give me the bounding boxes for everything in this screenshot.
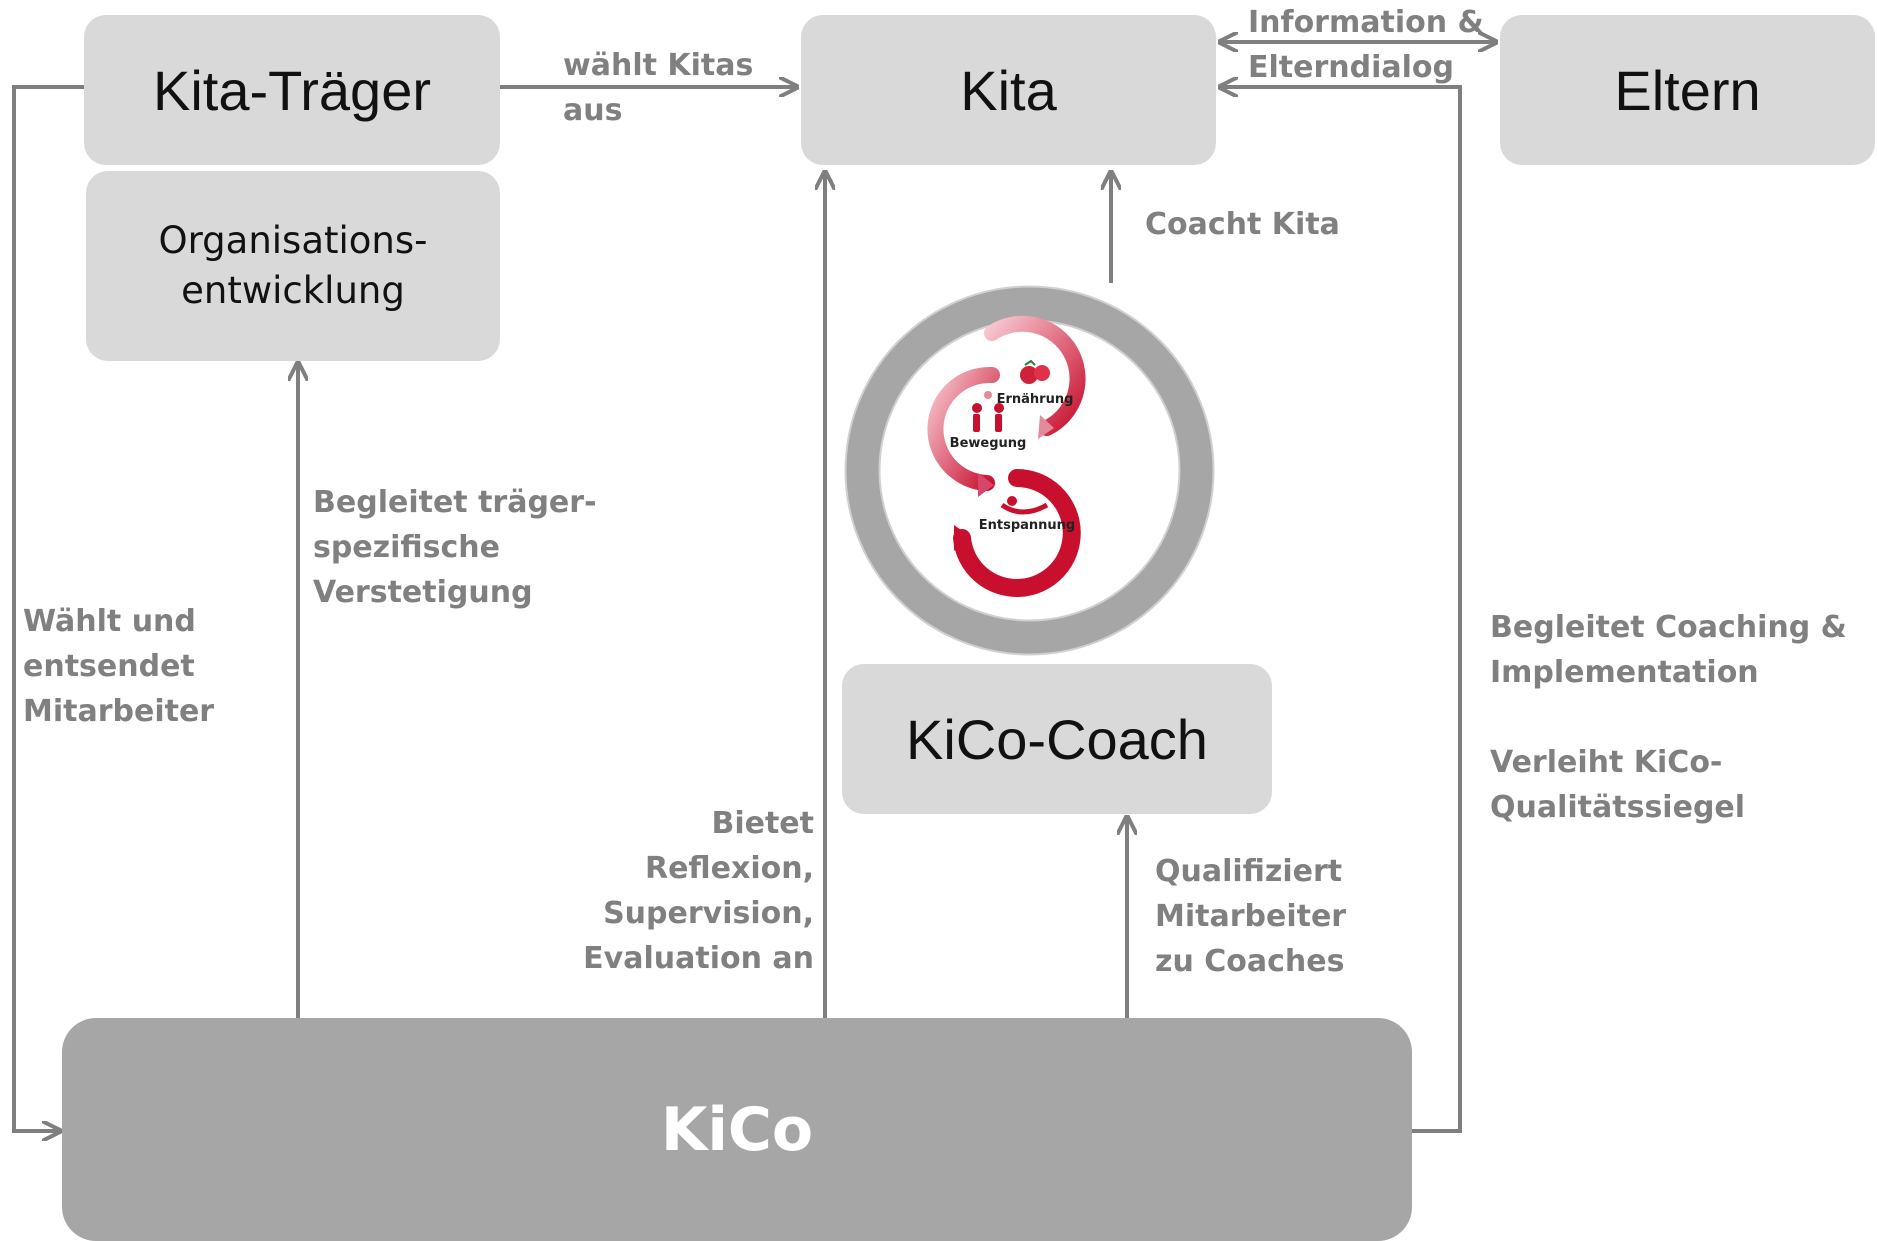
label-coacht-kita: Coacht Kita [1145,207,1340,242]
label-begleitet-coaching: Begleitet Coaching & Implementation [1490,610,1847,690]
label-information: Information & Elterndialog [1248,5,1484,85]
logo-label-entspannung: Entspannung [979,518,1076,533]
children-playing-icon [972,391,1004,432]
label-verleiht-siegel: Verleiht KiCo- Qualitätssiegel [1490,745,1746,825]
label-waehlt-entsendet: Wählt und entsendet Mitarbeiter [23,604,215,729]
node-kico: KiCo [62,1018,1412,1241]
logo-swirl-top [984,315,1086,436]
node-kita-label: Kita [960,58,1057,122]
node-kita-traeger-label: Kita-Träger [152,58,431,122]
node-eltern-label: Eltern [1614,58,1761,122]
node-organisationsentwicklung: Organisations- entwicklung [86,171,500,361]
tomato-icon [1020,359,1050,384]
node-kita-traeger: Kita-Träger [84,15,500,165]
node-eltern: Eltern [1500,15,1875,165]
logo-swirl-middle [927,366,1000,491]
node-kico-coach-label: KiCo-Coach [906,707,1208,771]
node-organisationsentwicklung-label: Organisations- entwicklung [158,219,428,312]
label-bietet-reflexion: Bietet Reflexion, Supervision, Evaluatio… [583,806,814,976]
label-qualifiziert: Qualifiziert Mitarbeiter zu Coaches [1155,854,1347,979]
arrow-kico-to-kita-right [1220,87,1462,1133]
hammock-icon [1000,496,1049,515]
node-kico-label: KiCo [660,1094,814,1165]
label-waehlt-kitas: wählt Kitas aus [563,48,754,128]
kico-logo: MITARBEITERGESUNDHEIT ELTERNPARTNERSCHAF… [842,283,1217,658]
node-kita: Kita [801,15,1216,165]
logo-label-bewegung: Bewegung [950,436,1027,451]
logo-label-ernaehrung: Ernährung [997,392,1074,407]
logo-swirl-bottom [953,469,1081,597]
arrow-traeger-to-kico [12,85,84,1131]
node-kico-coach: KiCo-Coach [842,664,1272,814]
label-begleitet-traeger: Begleitet träger- spezifische Verstetigu… [313,485,597,610]
